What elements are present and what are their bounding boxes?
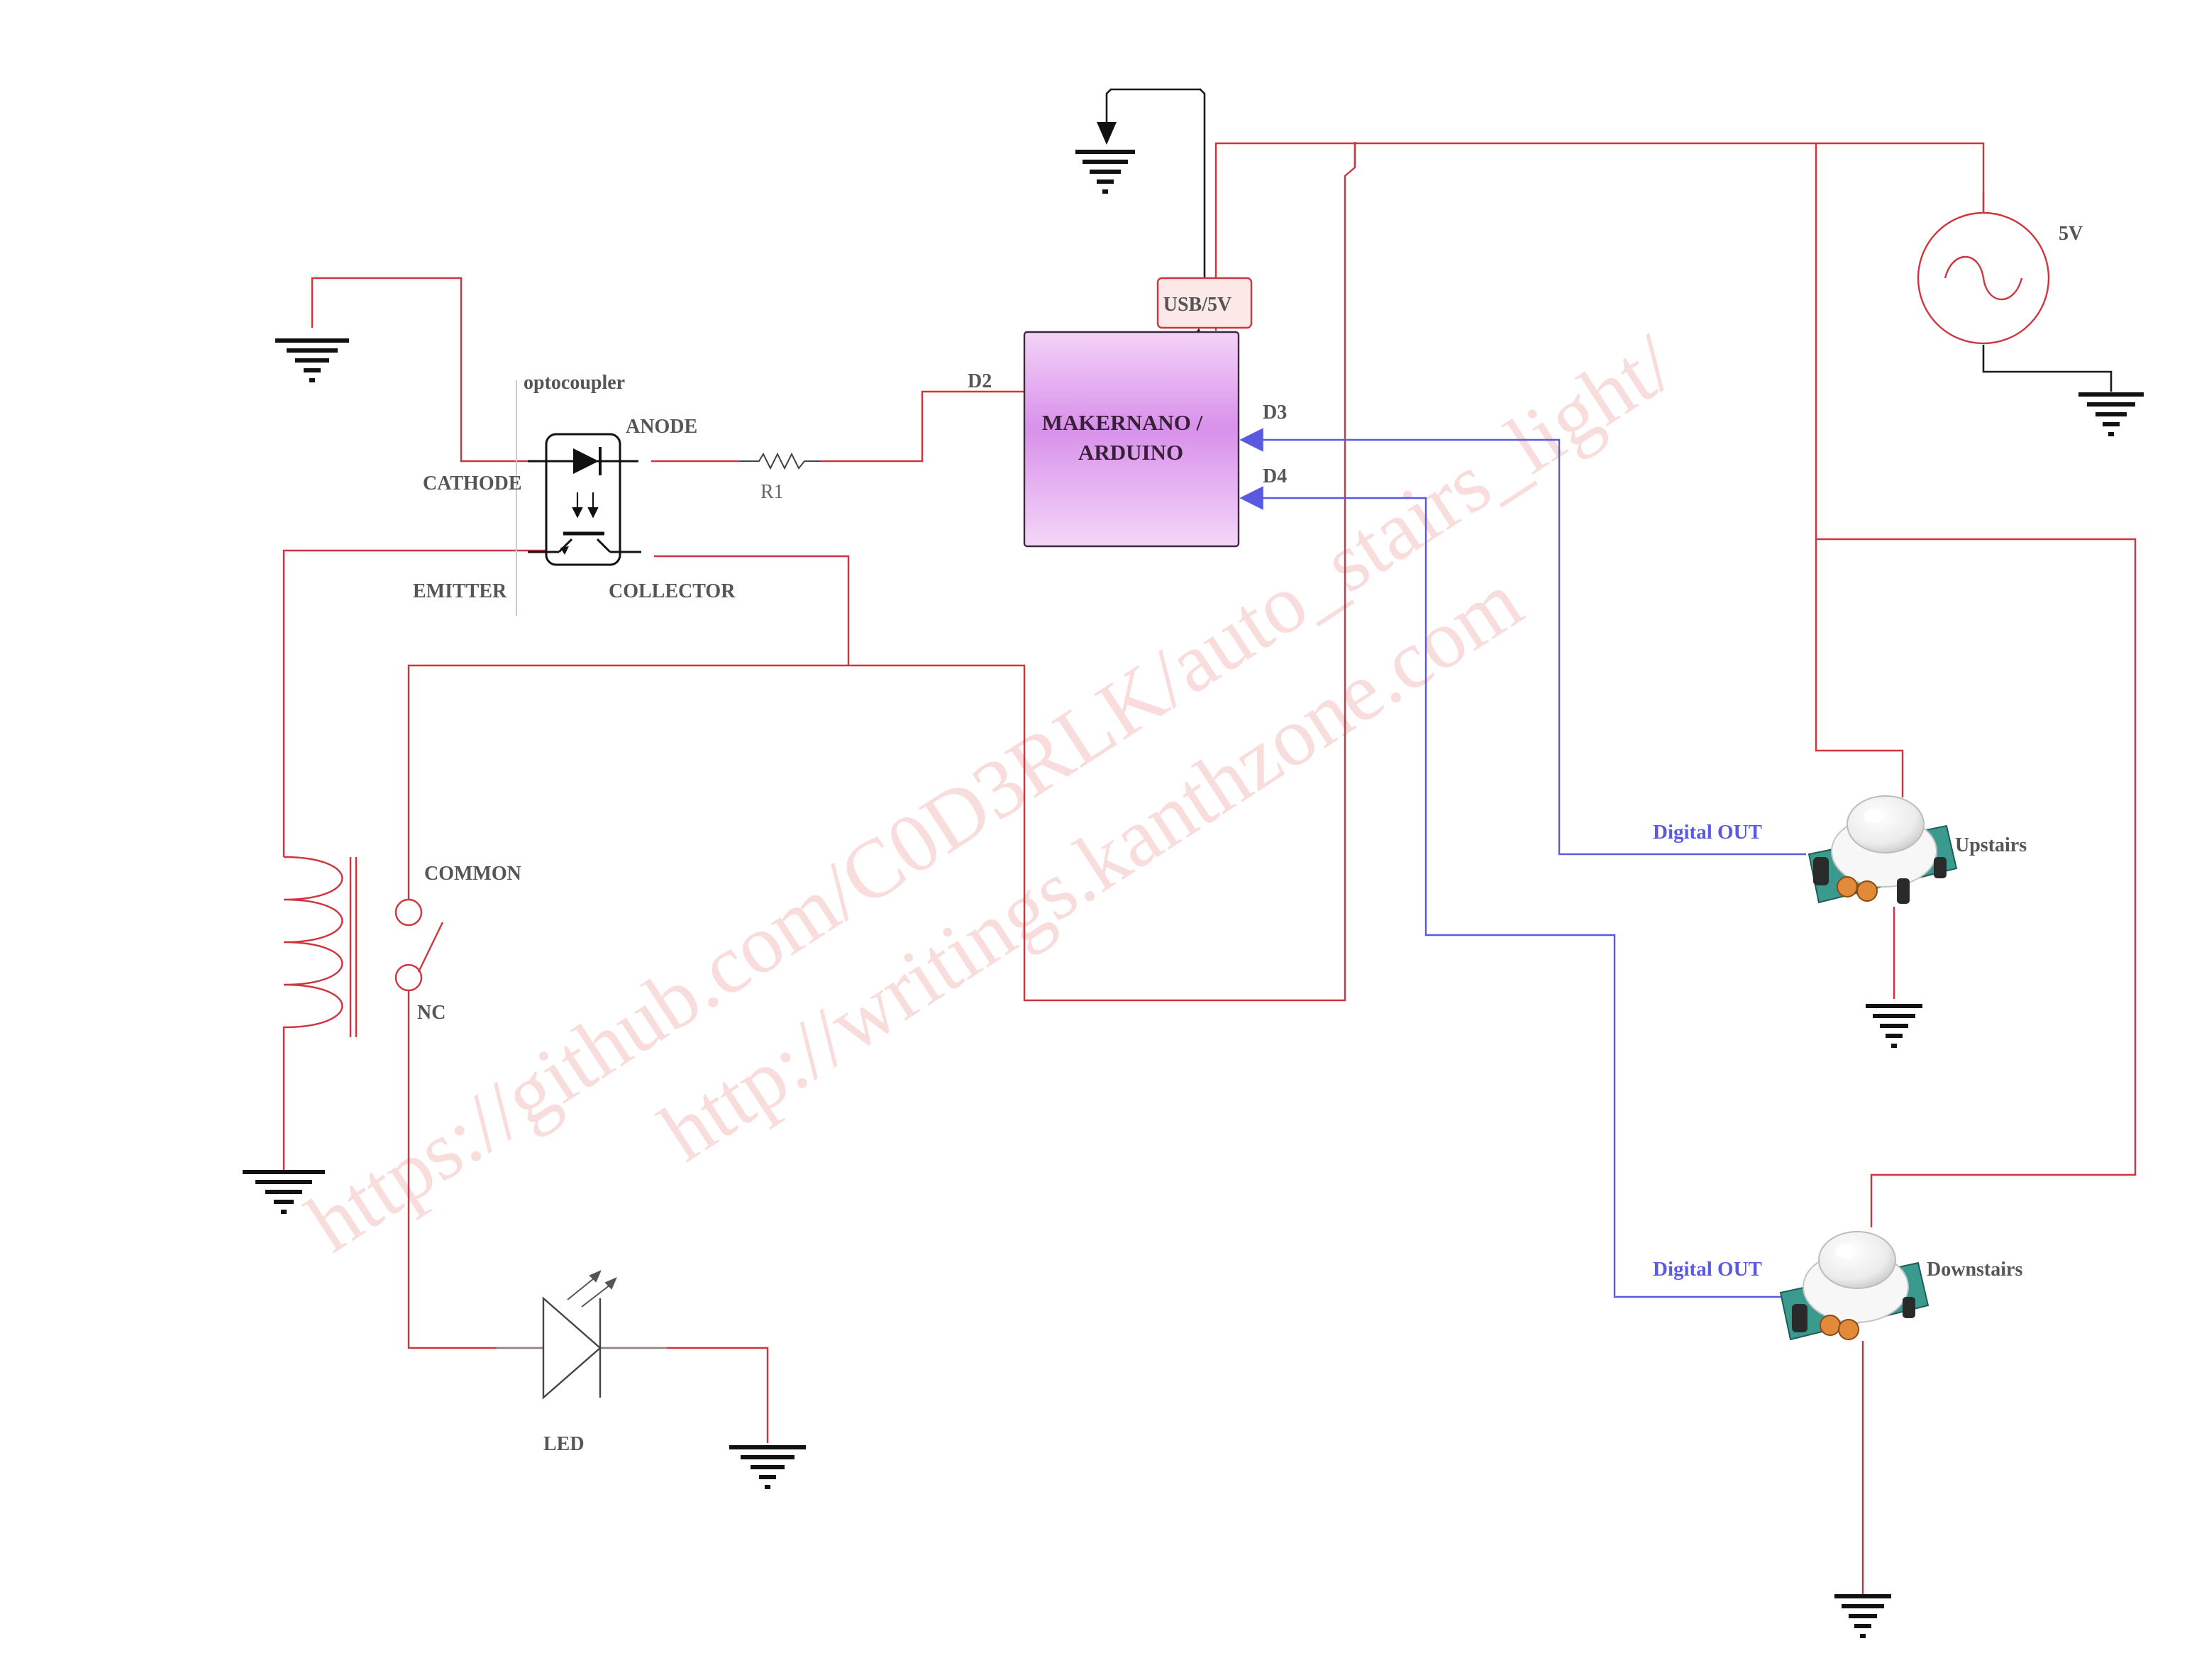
pir-sensor-downstairs — [1779, 1231, 1930, 1341]
relay-switch-arm — [417, 922, 444, 973]
wire-d4-to-downstairs — [1239, 486, 1785, 1298]
wire-emitter-to-coil — [282, 549, 546, 857]
watermark-github-url: https://github.com/C0D3RLK/auto_stairs_l… — [292, 316, 1690, 1270]
led-icon — [542, 1296, 602, 1400]
optocoupler-label: optocoupler — [524, 372, 625, 394]
resistor-r1: R1 — [739, 452, 821, 503]
ground-symbol-optocoupler — [275, 338, 349, 382]
downstairs-label: Downstairs — [1927, 1259, 2022, 1281]
mcu-label-line1: MAKERNANO / — [1042, 410, 1203, 435]
ground-symbol-5v-source — [2078, 392, 2144, 436]
wire-led-to-ground — [600, 1347, 769, 1443]
diode-icon — [573, 448, 599, 474]
digital-out-downstairs-label: Digital OUT — [1653, 1258, 1762, 1281]
anode-label: ANODE — [626, 416, 697, 438]
pir-sensor-upstairs — [1807, 795, 1958, 904]
upstairs-label: Upstairs — [1955, 834, 2027, 856]
wire-5v-rail — [1214, 142, 1985, 331]
mcu-label-line2: ARDUINO — [1078, 440, 1183, 465]
wire-collector — [654, 555, 850, 665]
pir-dome-icon — [1847, 795, 1925, 853]
d4-pin-label: D4 — [1263, 465, 1287, 487]
cathode-label: CATHODE — [423, 472, 522, 494]
nc-label: NC — [417, 1002, 445, 1024]
wire-rail-to-upstairs — [1815, 143, 1904, 797]
optocoupler: optocoupler ANODE CATHODE EMITTER COLLEC… — [413, 372, 736, 616]
power-source-5v: 5V — [1917, 192, 2083, 345]
wire-rail-to-downstairs — [1816, 538, 2137, 1227]
pir-dome-icon — [1818, 1231, 1896, 1289]
signal-wiring — [1239, 428, 1806, 1298]
ground-symbol-downstairs — [1834, 1594, 1891, 1638]
mcu-body — [1023, 331, 1240, 548]
d3-pin-label: D3 — [1263, 402, 1287, 424]
d2-pin-label: D2 — [968, 370, 992, 392]
collector-label: COLLECTOR — [609, 580, 736, 602]
led-label: LED — [543, 1433, 585, 1455]
emitter-label: EMITTER — [413, 580, 507, 602]
wire-common-5v-loop — [407, 142, 1356, 1002]
ground-symbol-usb — [1075, 150, 1135, 194]
led: LED — [497, 1270, 667, 1455]
relay-coil-icon — [282, 856, 343, 1040]
power-wiring — [282, 142, 2137, 1595]
r1-label: R1 — [760, 481, 784, 503]
ground-symbol-relay — [243, 1170, 325, 1214]
wire-5v-source-ground — [1982, 345, 2113, 392]
ground-symbol-upstairs — [1866, 1004, 1922, 1048]
watermark-blog-url: http://writings.kanthzone.com — [645, 554, 1538, 1179]
usb-5v-port — [1156, 277, 1253, 329]
relay-nc-terminal — [394, 963, 423, 992]
ground-symbols — [243, 150, 2144, 1638]
digital-out-upstairs-label: Digital OUT — [1653, 821, 1762, 844]
wire-d3-to-upstairs — [1239, 428, 1806, 856]
wire-usb-to-ground — [1105, 88, 1206, 278]
light-arrows-icon — [572, 492, 599, 519]
arrow-down-icon — [1097, 122, 1117, 145]
relay-common-terminal — [394, 898, 423, 927]
supply-voltage-label: 5V — [2059, 223, 2083, 245]
common-label: COMMON — [424, 863, 521, 885]
mcu-board: MAKERNANO / ARDUINO USB/5V D2 D3 D4 — [968, 277, 1287, 548]
sine-wave-icon — [1944, 256, 2023, 300]
usb-label: USB/5V — [1163, 294, 1231, 316]
watermark: https://github.com/C0D3RLK/auto_stairs_l… — [292, 316, 1690, 1270]
resistor-icon — [739, 452, 821, 470]
wire-cathode-to-ground — [311, 277, 546, 463]
light-emission-icon — [567, 1270, 617, 1308]
ground-symbol-led — [729, 1445, 806, 1489]
relay: COMMON NC — [282, 856, 521, 1040]
wire-r1-to-d2 — [821, 390, 1024, 463]
